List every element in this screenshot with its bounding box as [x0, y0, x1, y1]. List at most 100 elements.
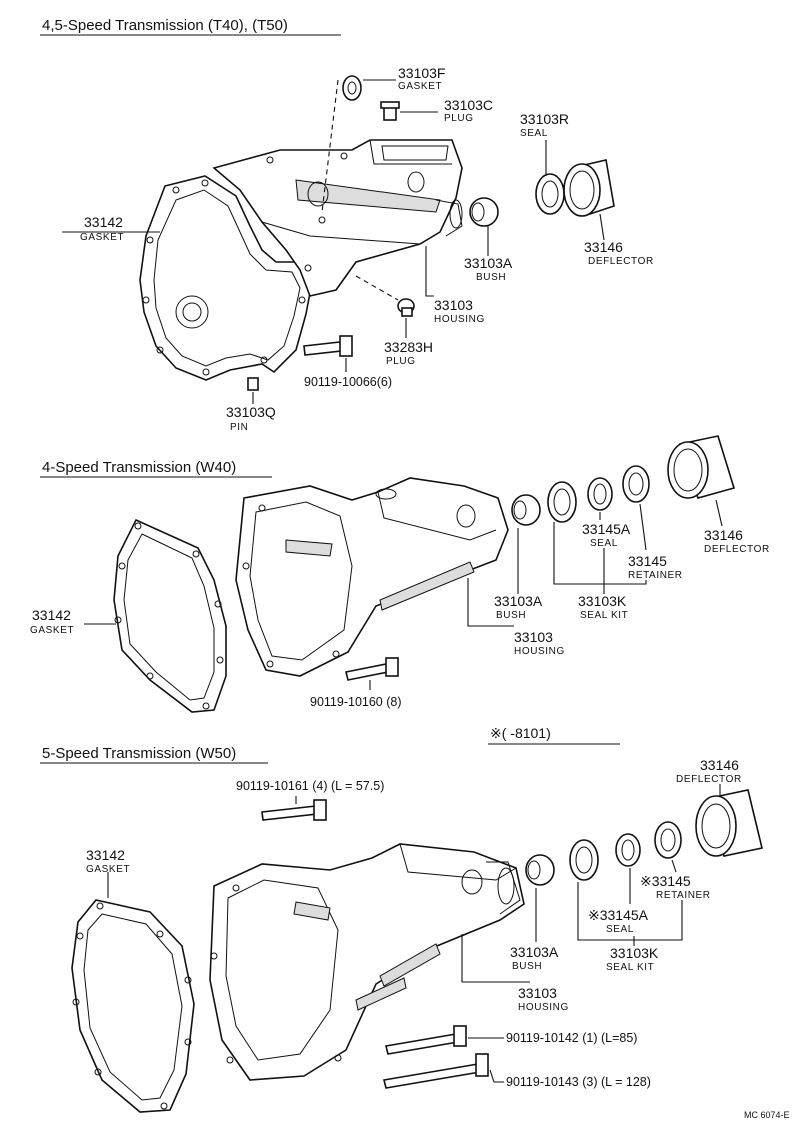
- leader-33103: [461, 934, 530, 983]
- leader-gasket-33103f: [321, 79, 339, 213]
- label-33103-name: HOUSING: [434, 314, 485, 325]
- label-33103-name: HOUSING: [514, 646, 565, 657]
- label-33103q-name: PIN: [230, 422, 248, 433]
- leader-33145: [639, 503, 647, 551]
- section-title: 5-Speed Transmission (W50): [42, 745, 236, 762]
- label-33103a: 33103A: [494, 593, 543, 609]
- leader-33146: [599, 213, 605, 241]
- gasket-33142-part: [113, 518, 227, 713]
- label-33103: 33103: [514, 629, 553, 645]
- label-33103f: 33103F: [398, 65, 445, 81]
- label-90119-10143: 90119-10143 (3) (L = 128): [506, 1075, 651, 1089]
- bolt-90119-10066-part: [303, 335, 353, 357]
- label-33142-name: GASKET: [86, 864, 130, 875]
- label-33103f-name: GASKET: [398, 81, 442, 92]
- leader-90119-10143: [489, 1069, 504, 1083]
- bracket-seal-kit: [577, 882, 683, 941]
- leader-33146: [715, 499, 723, 527]
- footer-code: MC 6074-E: [744, 1110, 790, 1120]
- label-33146-name: DEFLECTOR: [676, 774, 742, 785]
- label-90119-10142: 90119-10142 (1) (L=85): [506, 1031, 637, 1045]
- label-33145a: 33145A: [582, 521, 631, 537]
- label-33283h: 33283H: [384, 339, 433, 355]
- seal-kit-33103k-part: [569, 839, 599, 881]
- label-33145: 33145: [628, 553, 667, 569]
- label-33103q: 33103Q: [226, 404, 276, 420]
- label-33103k-name: SEAL KIT: [606, 962, 654, 973]
- housing-33103-part: [235, 477, 509, 677]
- bush-33103a-part: [511, 494, 541, 526]
- label-33103: 33103: [434, 297, 473, 313]
- bolt-90119-10143-part: [383, 1053, 489, 1089]
- label-90119-10066: 90119-10066(6): [304, 375, 392, 389]
- bush-33103a-part: [525, 854, 555, 886]
- label-90119-10160: 90119-10160 (8): [310, 695, 402, 709]
- seal-kit-33103k-part: [547, 481, 577, 523]
- label-33103r: 33103R: [520, 111, 569, 127]
- label-33142: 33142: [32, 607, 71, 623]
- leader-33145: [671, 859, 677, 873]
- retainer-33145-part: [654, 821, 682, 859]
- leader-33103: [425, 246, 434, 297]
- seal-33145a-part: [587, 477, 613, 511]
- label-33103-name: HOUSING: [518, 1002, 569, 1013]
- gasket-33142-part: [139, 175, 313, 381]
- label-33103k: 33103K: [578, 593, 627, 609]
- section-w50: 5-Speed Transmission (W50) ※( -8101) 901…: [40, 725, 763, 1113]
- label-33145a-name: SEAL: [606, 924, 634, 935]
- label-33146-name: DEFLECTOR: [704, 544, 770, 555]
- section-t40-t50: 4,5-Speed Transmission (T40), (T50): [40, 17, 654, 433]
- bolt-90119-10160-part: [345, 657, 399, 681]
- label-33145: ※33145: [640, 873, 691, 889]
- label-33103a: 33103A: [464, 255, 513, 271]
- label-33146-name: DEFLECTOR: [588, 256, 654, 267]
- label-33145a: ※33145A: [588, 907, 649, 923]
- label-33146: 33146: [700, 757, 739, 773]
- label-33145-name: RETAINER: [628, 570, 683, 581]
- seal-33103r-part: [535, 173, 565, 215]
- section-w40: 4-Speed Transmission (W40) 33142 GASKET: [30, 435, 770, 713]
- bush-33103a-part: [469, 197, 499, 227]
- bolt-90119-10142-part: [385, 1025, 467, 1055]
- label-33103c: 33103C: [444, 97, 493, 113]
- label-33145a-name: SEAL: [590, 538, 618, 549]
- label-33103a-name: BUSH: [476, 272, 506, 283]
- plug-33103c-part: [380, 101, 400, 121]
- label-33103a-name: BUSH: [512, 961, 542, 972]
- label-33103a: 33103A: [510, 944, 559, 960]
- housing-33103-part: [209, 843, 525, 1081]
- label-33283h-name: PLUG: [386, 356, 416, 367]
- section-title: 4,5-Speed Transmission (T40), (T50): [42, 17, 288, 34]
- label-33142: 33142: [84, 214, 123, 230]
- label-33103r-name: SEAL: [520, 128, 548, 139]
- label-33142-name: GASKET: [80, 232, 124, 243]
- leader-plug-33283h-dash: [355, 275, 399, 301]
- label-33103k-name: SEAL KIT: [580, 610, 628, 621]
- housing-33103-part: [212, 139, 463, 297]
- deflector-33146-part: [695, 789, 763, 857]
- label-33103a-name: BUSH: [496, 610, 526, 621]
- label-33103: 33103: [518, 985, 557, 1001]
- label-33146: 33146: [584, 239, 623, 255]
- label-33142-name: GASKET: [30, 625, 74, 636]
- label-33103k: 33103K: [610, 945, 659, 961]
- deflector-33146-part: [563, 159, 615, 217]
- section-title: 4-Speed Transmission (W40): [42, 459, 236, 476]
- bracket-seal-kit: [553, 522, 647, 585]
- seal-33145a-part: [615, 833, 641, 867]
- retainer-33145-part: [622, 465, 650, 503]
- bolt-90119-10161-part: [261, 799, 327, 821]
- leader-33103: [467, 578, 514, 627]
- deflector-33146-part: [667, 435, 736, 499]
- label-33142: 33142: [86, 847, 125, 863]
- label-33145-name: RETAINER: [656, 890, 711, 901]
- gasket-33142-part: [71, 899, 195, 1113]
- label-90119-10161: 90119-10161 (4) (L = 57.5): [236, 779, 384, 793]
- note-serial-range: ※( -8101): [490, 725, 551, 741]
- gasket-33103f-part: [342, 75, 362, 101]
- plug-33283h-part: [397, 298, 415, 317]
- label-33103c-name: PLUG: [444, 113, 474, 124]
- label-33146: 33146: [704, 527, 743, 543]
- pin-33103q-part: [247, 377, 259, 391]
